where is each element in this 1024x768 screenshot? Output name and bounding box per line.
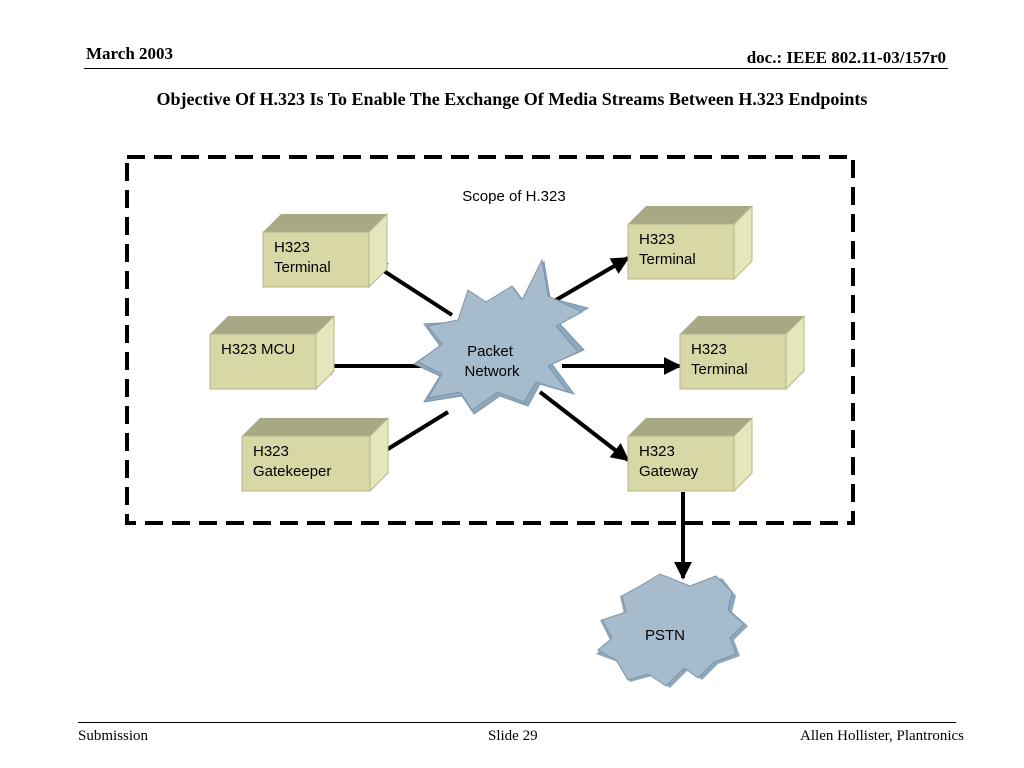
node-terminal-right-label-line1: H323 — [691, 341, 727, 358]
node-gateway-label-line2: Gateway — [639, 463, 699, 480]
node-gatekeeper-label-line2: Gatekeeper — [253, 463, 331, 480]
scope-label: Scope of H.323 — [462, 188, 565, 205]
packet-network-label-line1: Packet — [467, 343, 514, 360]
footer-rule — [78, 722, 956, 723]
node-terminal-right-top-face — [680, 316, 804, 334]
node-terminal-top-right-label-line2: Terminal — [639, 251, 696, 268]
connector-gateway — [538, 390, 630, 462]
node-terminal-top-left-label-line1: H323 — [274, 239, 310, 256]
node-terminal-right-front-face — [679, 333, 787, 390]
node-gatekeeper-label-line1: H323 — [253, 443, 289, 460]
node-mcu-top-face — [210, 316, 334, 334]
footer-slide-number: Slide 29 — [488, 728, 538, 744]
node-gatekeeper-front-face — [241, 435, 371, 492]
connector-terminal-top-right — [554, 256, 630, 302]
node-gatekeeper-top-face — [242, 418, 388, 436]
node-mcu: H323 MCU — [209, 314, 335, 391]
packet-network-label-line2: Network — [464, 363, 520, 380]
node-terminal-top-right-top-face — [628, 206, 752, 224]
footer-author: Allen Hollister, Plantronics — [800, 728, 964, 744]
node-terminal-top-left-top-face — [263, 214, 387, 232]
packet-network-cloud: Packet Network — [412, 258, 590, 415]
node-gateway-front-face — [627, 435, 735, 492]
pstn-label: PSTN — [645, 627, 685, 644]
slide-title: Objective Of H.323 Is To Enable The Exch… — [156, 89, 868, 109]
node-mcu-front-face — [209, 333, 317, 390]
node-terminal-top-right-label-line1: H323 — [639, 231, 675, 248]
node-terminal-top-left-label-line2: Terminal — [274, 259, 331, 276]
node-terminal-top-left-front-face — [262, 231, 370, 288]
node-gateway-top-face — [628, 418, 752, 436]
pstn-cloud: PSTN — [596, 573, 748, 688]
header-doc-id: doc.: IEEE 802.11-03/157r0 — [746, 48, 946, 67]
node-mcu-label-line1: H323 MCU — [221, 341, 295, 358]
header-date: March 2003 — [86, 44, 174, 63]
node-gateway-label-line1: H323 — [639, 443, 675, 460]
node-terminal-right-label-line2: Terminal — [691, 361, 748, 378]
node-terminal-top-right-front-face — [627, 223, 735, 280]
footer-submission: Submission — [78, 728, 149, 744]
scope-boundary — [125, 155, 855, 525]
header-rule — [84, 68, 948, 69]
